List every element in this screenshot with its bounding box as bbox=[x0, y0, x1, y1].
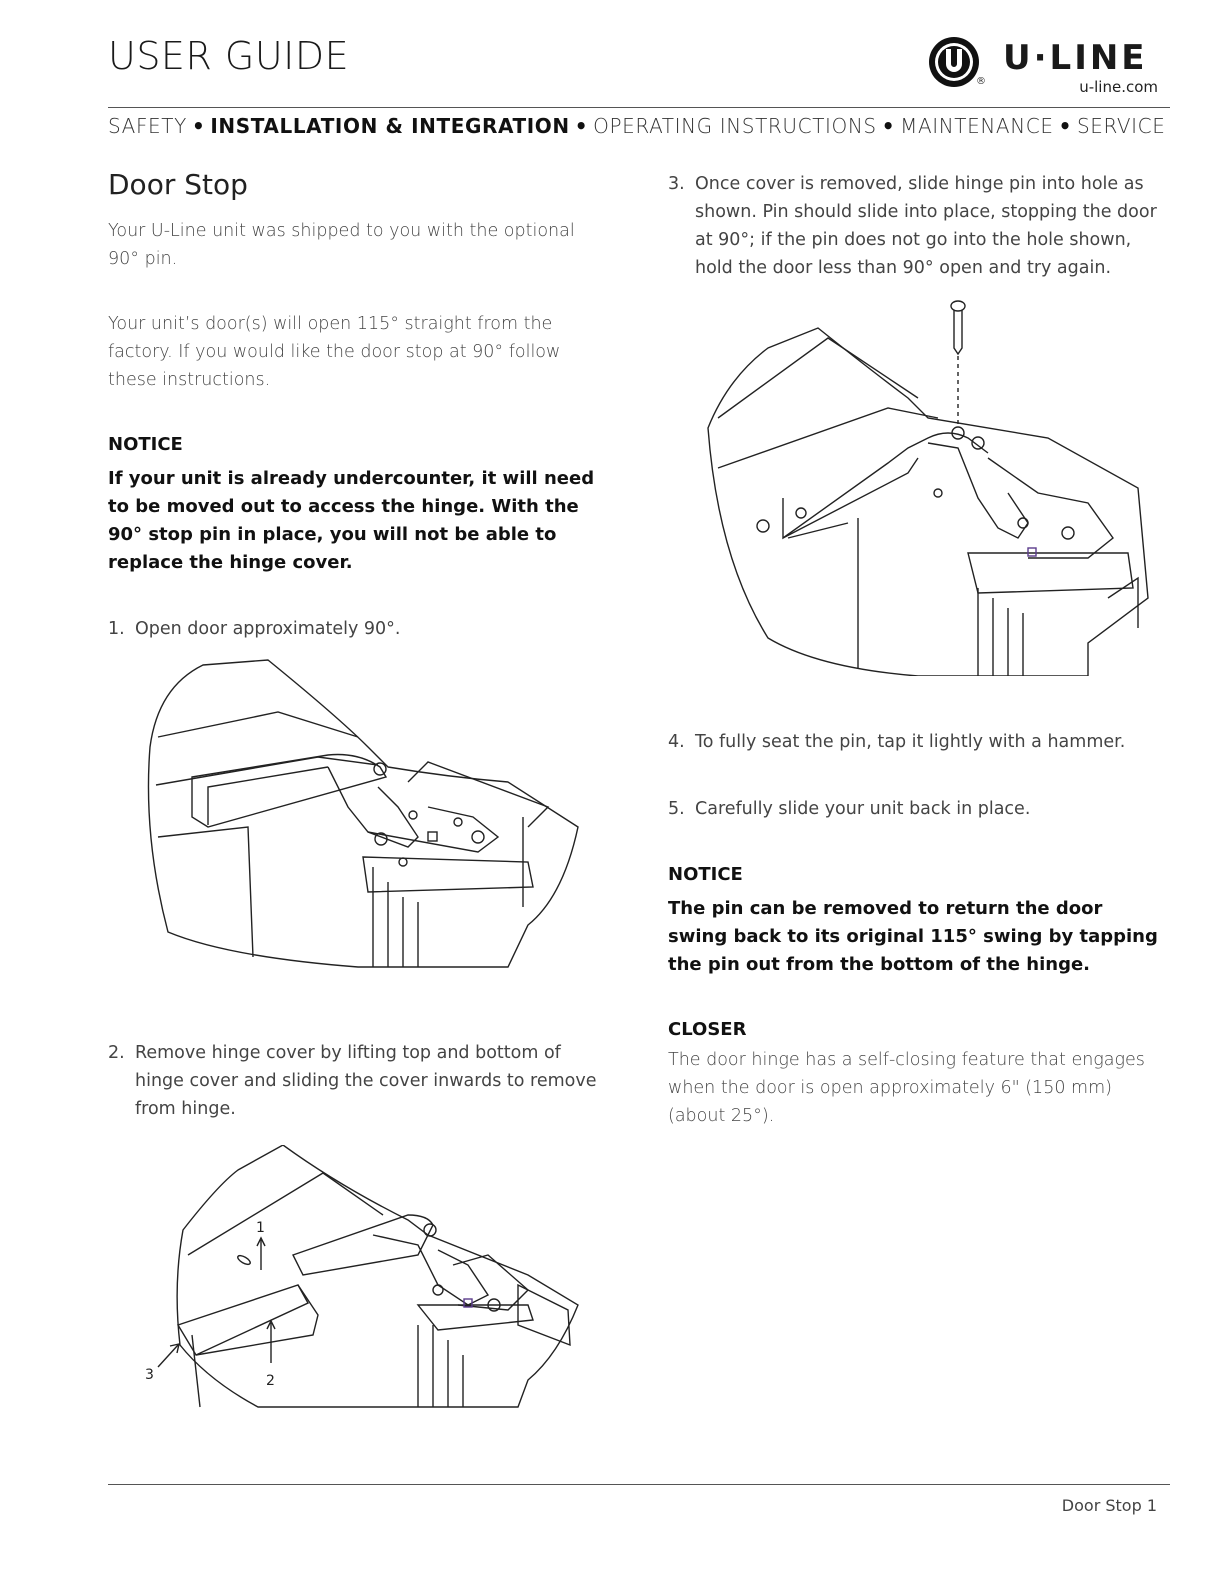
step-2: 2. Remove hinge cover by lifting top and… bbox=[108, 1039, 598, 1123]
step-number: 2. bbox=[108, 1043, 125, 1063]
step-text: Once cover is removed, slide hinge pin i… bbox=[695, 174, 1157, 278]
closer-text: The door hinge has a self-closing featur… bbox=[668, 1050, 1145, 1126]
step-text: To fully seat the pin, tap it lightly wi… bbox=[695, 732, 1126, 752]
brand-wordmark: U·LINE bbox=[1003, 38, 1148, 78]
footer-divider bbox=[108, 1484, 1170, 1485]
nav-item-service[interactable]: SERVICE bbox=[1076, 114, 1166, 138]
section-nav: SAFETY•INSTALLATION & INTEGRATION•OPERAT… bbox=[108, 114, 1178, 138]
nav-item-maintenance[interactable]: MAINTENANCE bbox=[900, 114, 1054, 138]
nav-separator: • bbox=[1058, 114, 1072, 138]
step-number: 1. bbox=[108, 619, 125, 639]
nav-item-operating[interactable]: OPERATING INSTRUCTIONS bbox=[593, 114, 877, 138]
notice-text: The pin can be removed to return the doo… bbox=[668, 898, 1158, 975]
notice-text: If your unit is already undercounter, it… bbox=[108, 468, 595, 573]
step-number: 3. bbox=[668, 174, 685, 194]
u-line-logo-icon bbox=[929, 37, 979, 87]
insert-hinge-pin-illustration bbox=[707, 300, 1149, 676]
step-text: Carefully slide your unit back in place. bbox=[695, 799, 1031, 819]
step-number: 5. bbox=[668, 799, 685, 819]
step-number: 4. bbox=[668, 732, 685, 752]
remove-hinge-cover-illustration: 1 2 3 bbox=[145, 1145, 579, 1408]
open-door-hinge-illustration bbox=[147, 659, 579, 968]
nav-separator: • bbox=[191, 114, 206, 138]
right-column: 3. Once cover is removed, slide hinge pi… bbox=[668, 168, 1158, 1130]
closer-heading: CLOSER bbox=[668, 1019, 747, 1040]
callout-2-label: 2 bbox=[266, 1373, 275, 1389]
step-4: 4. To fully seat the pin, tap it lightly… bbox=[668, 728, 1158, 756]
header-divider bbox=[108, 107, 1170, 108]
step-5: 5. Carefully slide your unit back in pla… bbox=[668, 795, 1158, 823]
step-text: Remove hinge cover by lifting top and bo… bbox=[135, 1043, 597, 1119]
step-text: Open door approximately 90°. bbox=[135, 619, 401, 639]
nav-separator: • bbox=[881, 114, 896, 138]
callout-3-label: 3 bbox=[145, 1367, 154, 1383]
notice-heading: NOTICE bbox=[668, 864, 743, 885]
step-1: 1. Open door approximately 90°. bbox=[108, 615, 598, 643]
brand-logo: ® U·LINE u-line.com bbox=[928, 34, 1168, 98]
nav-item-installation[interactable]: INSTALLATION & INTEGRATION bbox=[210, 114, 570, 138]
nav-item-safety[interactable]: SAFETY bbox=[108, 114, 187, 138]
intro-paragraph-1: Your U-Line unit was shipped to you with… bbox=[108, 221, 575, 269]
page-footer-label: Door Stop 1 bbox=[1061, 1496, 1157, 1515]
registered-mark: ® bbox=[976, 76, 986, 87]
left-column: Door Stop Your U-Line unit was shipped t… bbox=[108, 168, 598, 1415]
section-heading: Door Stop bbox=[108, 168, 248, 201]
nav-separator: • bbox=[574, 114, 589, 138]
intro-paragraph-2: Your unit’s door(s) will open 115° strai… bbox=[108, 314, 561, 390]
callout-1-label: 1 bbox=[256, 1220, 265, 1236]
notice-heading: NOTICE bbox=[108, 434, 183, 455]
brand-url: u-line.com bbox=[1079, 78, 1158, 96]
step-3: 3. Once cover is removed, slide hinge pi… bbox=[668, 170, 1158, 282]
guide-title: USER GUIDE bbox=[108, 34, 350, 78]
